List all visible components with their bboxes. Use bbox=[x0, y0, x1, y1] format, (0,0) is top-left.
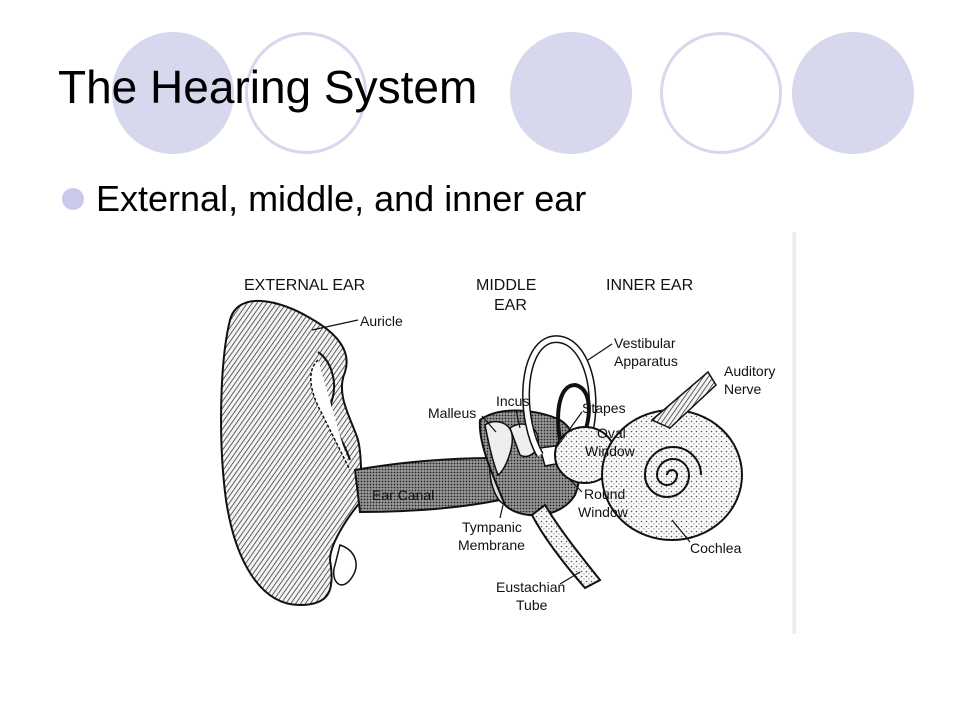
label-round-1: Round bbox=[584, 486, 625, 502]
auricle-shape bbox=[220, 299, 363, 607]
label-eustachian-1: Eustachian bbox=[496, 579, 565, 595]
diagram-edge bbox=[788, 232, 796, 634]
eustachian-tube-shape bbox=[530, 503, 602, 590]
label-vestibular-1: Vestibular bbox=[614, 335, 676, 351]
label-auditory-2: Nerve bbox=[724, 381, 762, 397]
label-oval-1: Oval bbox=[597, 425, 626, 441]
decor-ring-2 bbox=[660, 32, 782, 154]
label-eustachian-2: Tube bbox=[516, 597, 548, 613]
header-middle-ear-1: MIDDLE bbox=[476, 277, 536, 294]
decor-circle-1 bbox=[112, 32, 234, 154]
header-external-ear: EXTERNAL EAR bbox=[244, 277, 365, 294]
malleus-shape bbox=[484, 420, 514, 477]
label-vestibular-2: Apparatus bbox=[614, 353, 678, 369]
vestibular-canal-2 bbox=[556, 382, 591, 441]
header-inner-ear: INNER EAR bbox=[606, 277, 693, 294]
label-oval-2: Window bbox=[585, 443, 636, 459]
leader-round bbox=[567, 477, 583, 493]
label-tympanic-1: Tympanic bbox=[462, 519, 522, 535]
bullet-item: External, middle, and inner ear bbox=[62, 178, 586, 220]
leader-eustachian bbox=[559, 571, 581, 585]
ear-anatomy-diagram: EXTERNAL EAR MIDDLE EAR INNER EAR Auricl… bbox=[210, 232, 792, 634]
leader-cochlea bbox=[671, 519, 691, 543]
bullet-text: External, middle, and inner ear bbox=[96, 178, 587, 219]
leader-malleus bbox=[481, 415, 497, 433]
auditory-nerve-shape bbox=[650, 370, 717, 429]
earlobe-curl bbox=[333, 544, 357, 586]
label-round-2: Window bbox=[578, 504, 629, 520]
label-ear-canal: Ear Canal bbox=[372, 487, 434, 503]
label-malleus: Malleus bbox=[428, 405, 476, 421]
header-middle-ear-2: EAR bbox=[494, 297, 527, 314]
cochlea-spiral bbox=[643, 446, 702, 498]
leader-vestibular bbox=[587, 343, 613, 361]
auricle-curl bbox=[310, 359, 351, 471]
leader-incus bbox=[515, 409, 521, 429]
decor-ring-1 bbox=[245, 32, 367, 154]
leader-tympanic bbox=[499, 504, 504, 519]
ear-canal-shape bbox=[353, 456, 502, 514]
slide-title: The Hearing System bbox=[58, 61, 478, 113]
label-tympanic-2: Membrane bbox=[458, 537, 525, 553]
label-stapes: Stapes bbox=[582, 400, 626, 416]
label-cochlea: Cochlea bbox=[690, 540, 742, 556]
leader-stapes bbox=[555, 411, 583, 449]
decor-circle-3 bbox=[792, 32, 914, 154]
label-incus: Incus bbox=[496, 393, 529, 409]
decor-circle-2 bbox=[510, 32, 632, 154]
label-auricle: Auricle bbox=[360, 313, 403, 329]
leader-auricle bbox=[311, 319, 359, 331]
auricle-inner-fold bbox=[317, 351, 351, 461]
bullet-icon bbox=[62, 188, 84, 210]
vestibular-canal-inner bbox=[523, 336, 596, 457]
label-auditory-1: Auditory bbox=[724, 363, 775, 379]
